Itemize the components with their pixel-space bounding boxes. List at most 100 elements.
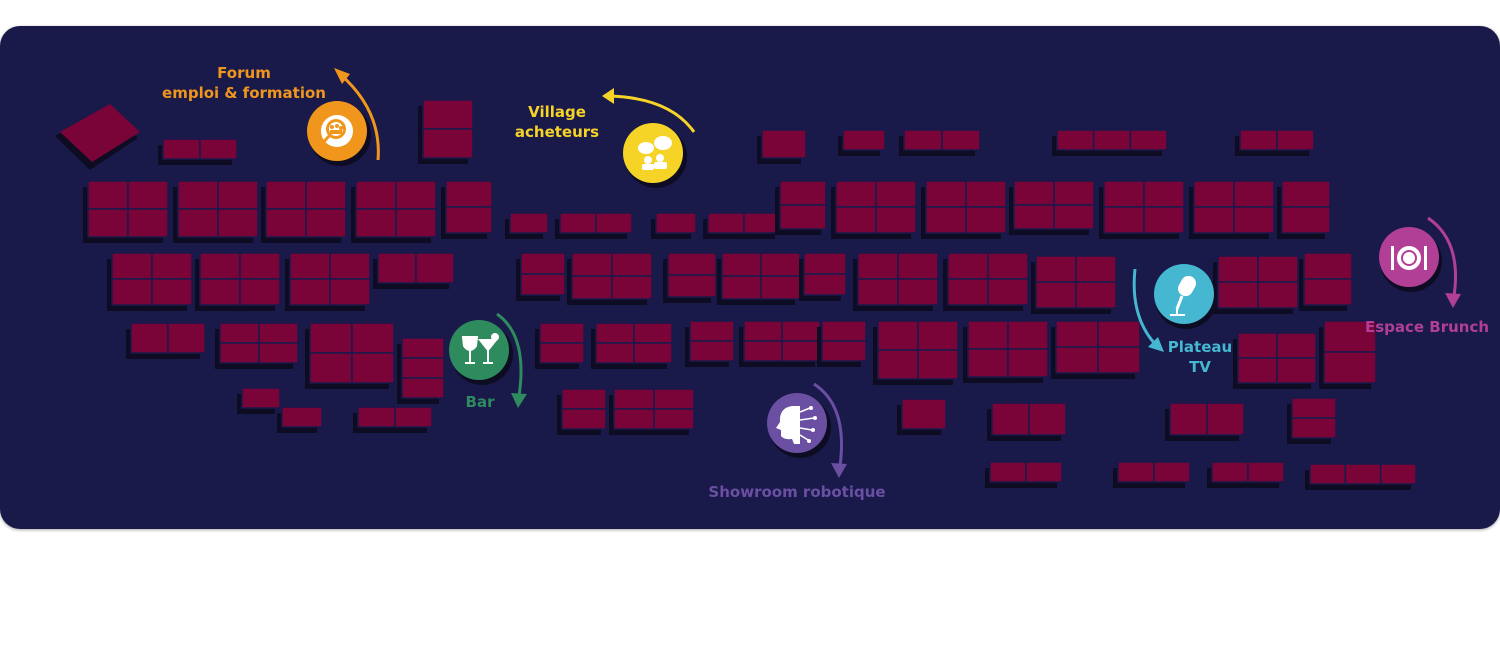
stand[interactable] [83, 180, 169, 243]
stand[interactable] [1165, 402, 1245, 441]
stand[interactable] [1319, 320, 1377, 389]
stand[interactable] [567, 252, 653, 305]
stand[interactable] [1099, 180, 1185, 239]
stand[interactable] [1287, 397, 1337, 444]
stand[interactable] [799, 252, 847, 301]
stand[interactable] [817, 320, 867, 367]
stand[interactable] [173, 180, 259, 243]
stand[interactable] [685, 320, 735, 367]
stand[interactable] [1031, 255, 1117, 314]
stand[interactable] [1113, 461, 1191, 488]
stand[interactable] [609, 388, 695, 435]
stand-booth [199, 278, 241, 306]
stand[interactable] [535, 322, 585, 369]
stand[interactable] [703, 212, 781, 239]
zone-plateau[interactable] [1132, 264, 1217, 352]
stand-booth [1053, 204, 1095, 230]
stand[interactable] [1009, 180, 1095, 235]
stand[interactable] [261, 180, 347, 243]
stand[interactable] [1305, 463, 1417, 490]
stand-booth [611, 252, 653, 277]
stand[interactable] [107, 252, 193, 311]
stand[interactable] [1213, 255, 1299, 314]
stand[interactable] [943, 252, 1029, 311]
stand[interactable] [1277, 180, 1331, 239]
stand[interactable] [215, 322, 299, 369]
stand[interactable] [921, 180, 1007, 239]
stand-booth [613, 408, 655, 430]
stand[interactable] [1299, 252, 1353, 311]
zone-village[interactable] [602, 88, 696, 188]
zone-bar[interactable] [449, 312, 527, 408]
stand-tilted[interactable] [55, 104, 140, 170]
stand[interactable] [1052, 129, 1168, 156]
stand-booth [377, 252, 417, 284]
stand[interactable] [158, 138, 238, 165]
stand-booth [941, 129, 981, 151]
stand[interactable] [418, 99, 474, 164]
stand[interactable] [717, 252, 801, 305]
stand-booth [761, 129, 807, 159]
stand-booth [258, 322, 299, 344]
stand-booth [1035, 281, 1077, 309]
stand[interactable] [775, 180, 827, 235]
stand-booth [903, 129, 943, 151]
stand[interactable] [853, 252, 939, 311]
stand[interactable] [739, 320, 821, 367]
stand-booth [1276, 129, 1315, 151]
stand[interactable] [1189, 180, 1275, 239]
stand[interactable] [897, 398, 947, 435]
stand-booth [355, 208, 397, 238]
stand[interactable] [441, 180, 493, 239]
stand-booth [1129, 129, 1168, 151]
stand[interactable] [237, 387, 281, 414]
stand-booth [1291, 397, 1337, 419]
stand[interactable] [505, 212, 549, 239]
stand[interactable] [555, 212, 633, 239]
stand-booth [947, 278, 989, 306]
stand[interactable] [873, 320, 959, 385]
stand[interactable] [397, 337, 445, 404]
stand[interactable] [1051, 320, 1141, 379]
stand[interactable] [516, 252, 566, 301]
stand[interactable] [663, 252, 717, 303]
stand[interactable] [985, 461, 1063, 488]
stand[interactable] [353, 406, 433, 433]
stand[interactable] [838, 129, 886, 156]
stand-booth [199, 138, 238, 160]
zone-showroom[interactable] [767, 382, 847, 478]
stand-booth [395, 180, 437, 210]
label-village: Village acheteurs [514, 103, 600, 141]
stand[interactable] [1233, 332, 1317, 389]
stand[interactable] [195, 252, 281, 311]
stand-booth [177, 208, 219, 238]
stand-booth [991, 402, 1030, 436]
stand[interactable] [591, 322, 673, 369]
stand[interactable] [351, 180, 437, 243]
stand-booth [1233, 206, 1275, 234]
zone-brunch[interactable] [1379, 216, 1461, 308]
stand[interactable] [1235, 129, 1315, 156]
stand[interactable] [373, 252, 455, 289]
stand[interactable] [987, 402, 1067, 441]
stand[interactable] [277, 406, 323, 433]
forum-arrowhead [334, 68, 350, 84]
stand[interactable] [651, 212, 697, 239]
zone-forum[interactable] [307, 68, 380, 166]
stand-booth [901, 398, 947, 430]
stand-booth [219, 342, 260, 364]
stand[interactable] [126, 322, 206, 359]
stand[interactable] [1207, 461, 1285, 488]
stand-booth [87, 208, 129, 238]
stand-booth [239, 278, 281, 306]
stand[interactable] [557, 388, 607, 435]
stand-booth [925, 206, 967, 234]
stand[interactable] [831, 180, 917, 239]
stand[interactable] [757, 129, 807, 164]
stand[interactable] [305, 322, 395, 389]
plateau-arrow [1132, 268, 1157, 345]
stand-booth [1097, 320, 1141, 348]
stand[interactable] [963, 320, 1049, 383]
stand[interactable] [899, 129, 981, 156]
stand[interactable] [285, 252, 371, 311]
